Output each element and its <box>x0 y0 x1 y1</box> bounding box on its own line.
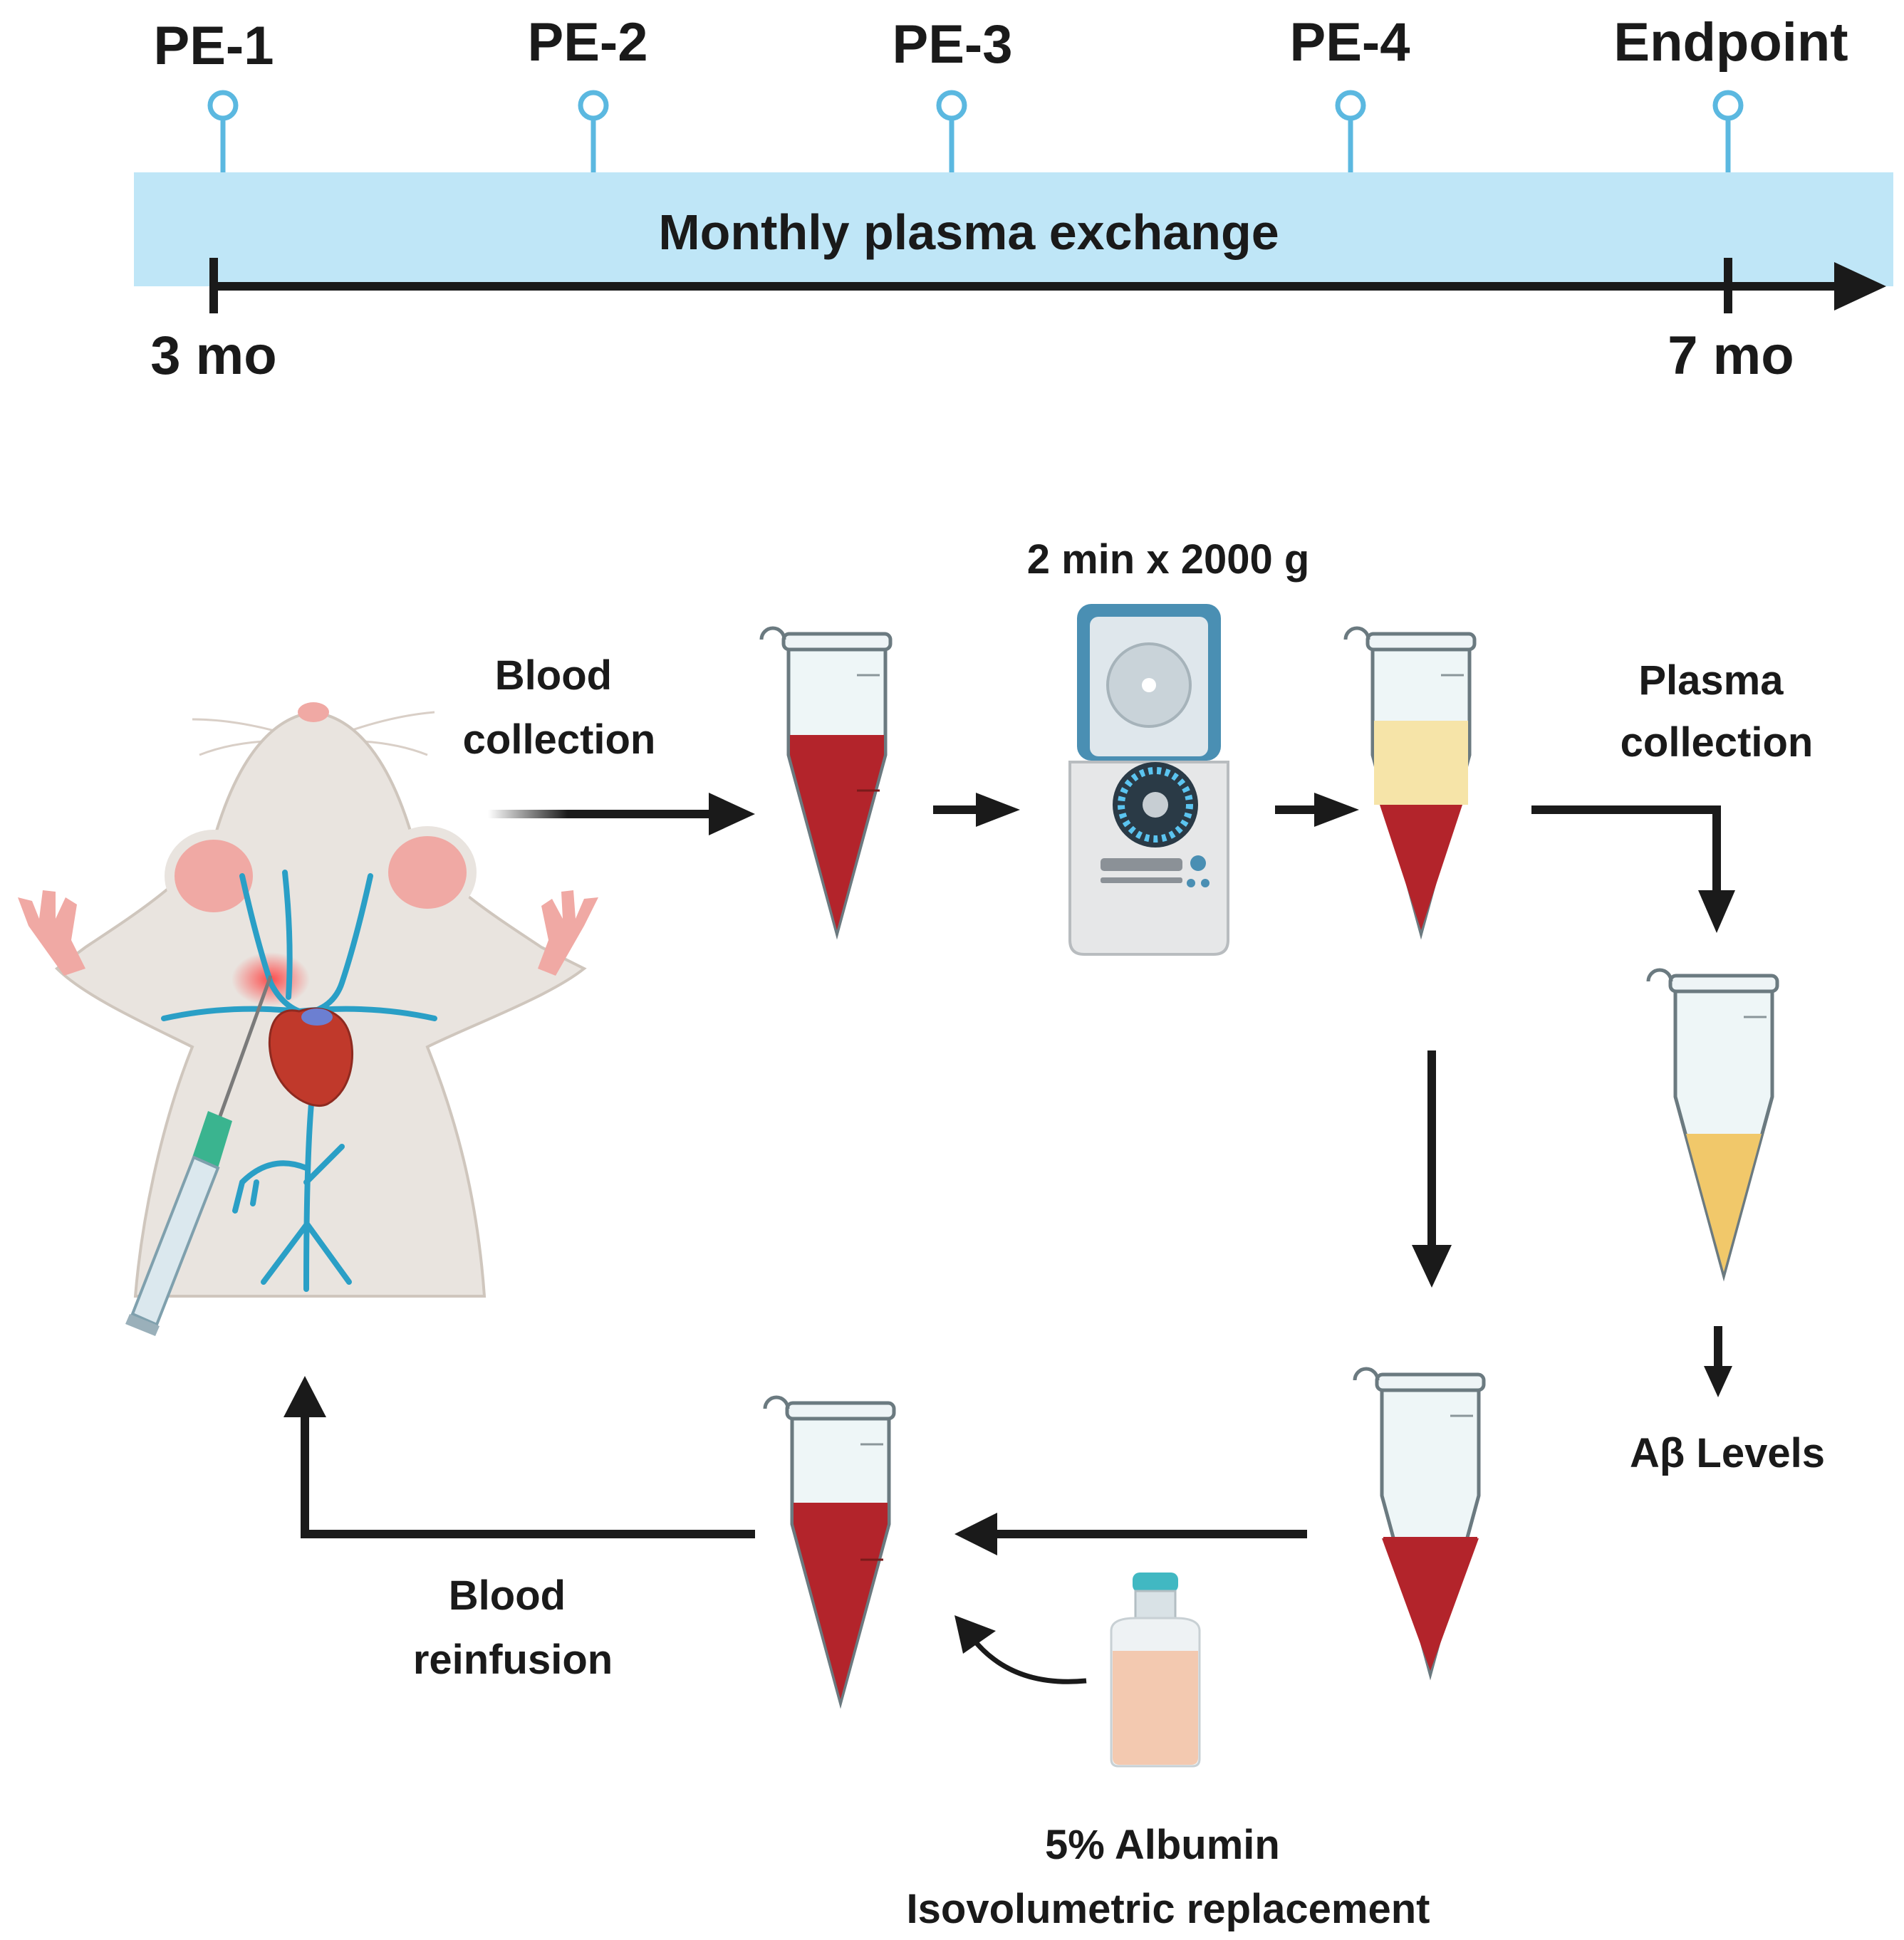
pin-icon <box>1712 90 1744 121</box>
pin-icon <box>936 90 967 121</box>
plasma-collection-arrow <box>1531 805 1721 894</box>
timeline-band-label: Monthly plasma exchange <box>658 204 1279 260</box>
albumin-arrow <box>970 1636 1087 1684</box>
albumin-vial-icon <box>1110 1573 1201 1768</box>
timeline-band <box>134 172 1893 286</box>
timeline-arrowhead-icon <box>1834 262 1886 311</box>
abeta-levels-label: Aβ Levels <box>1630 1430 1825 1476</box>
milestone-label: PE-4 <box>1290 12 1410 73</box>
mouse-illustration <box>18 702 598 1336</box>
arrowhead-icon <box>709 793 755 835</box>
blood-reinfusion-arrow <box>301 1414 755 1538</box>
blood-collection-label: Blood collection <box>463 652 656 763</box>
pin-icon <box>207 90 239 121</box>
tube-blood-cells <box>1355 1369 1484 1674</box>
centrifuge-label: 2 min x 2000 g <box>1027 536 1310 583</box>
milestone-pe4: PE-4 <box>1290 12 1410 172</box>
arrowhead-icon <box>283 1376 326 1417</box>
step-labels: Blood collection 2 min x 2000 g Plasma c… <box>413 536 1825 1932</box>
milestone-endpoint: Endpoint <box>1613 12 1848 172</box>
arrowhead-icon <box>1704 1366 1732 1397</box>
pin-icon <box>578 90 609 121</box>
milestone-label: Endpoint <box>1613 12 1848 73</box>
milestone-label: PE-3 <box>893 14 1013 75</box>
milestone-label: PE-1 <box>154 16 274 76</box>
arrowhead-icon <box>1412 1245 1452 1288</box>
flow-arrows <box>283 793 1735 1684</box>
timeline-end-label: 7 mo <box>1668 325 1794 386</box>
milestone-pe1: PE-1 <box>154 16 274 172</box>
arrowhead-icon <box>1698 890 1735 933</box>
syringe-icon <box>125 975 273 1336</box>
blood-collection-arrow <box>488 810 716 818</box>
milestone-pe2: PE-2 <box>528 12 648 172</box>
tube-plasma <box>1648 970 1777 1275</box>
blood-reinfusion-label: Blood reinfusion <box>413 1573 613 1683</box>
heart-icon <box>269 1007 353 1107</box>
ear-icon <box>378 826 477 919</box>
tube-separated <box>1346 628 1474 933</box>
centrifuge-icon <box>1068 604 1229 956</box>
albumin-label: 5% Albumin Isovolumetric replacement <box>907 1822 1430 1932</box>
milestone-label: PE-2 <box>528 12 648 73</box>
arrowhead-icon <box>1314 793 1359 827</box>
arrowhead-icon <box>954 1615 996 1654</box>
arrowhead-icon <box>976 793 1020 827</box>
milestone-pe3: PE-3 <box>893 14 1013 172</box>
timeline-start-label: 3 mo <box>150 325 276 386</box>
arrowhead-icon <box>954 1513 997 1555</box>
timeline: PE-1 PE-2 PE-3 PE-4 Endpoint Monthly pla… <box>134 12 1893 386</box>
plasma-collection-label: Plasma collection <box>1621 657 1814 766</box>
pin-icon <box>1335 90 1366 121</box>
ear-icon <box>165 830 263 922</box>
tube-whole-blood <box>761 628 890 933</box>
tube-reconstituted <box>765 1397 894 1702</box>
